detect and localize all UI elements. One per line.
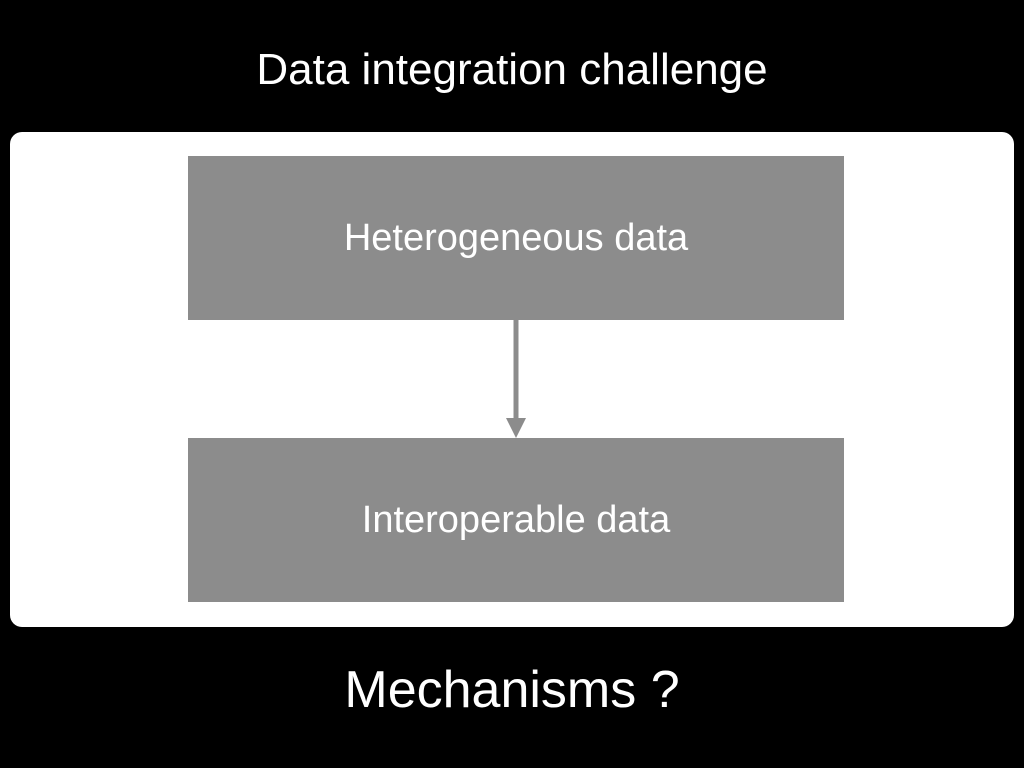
down-arrow-icon — [506, 320, 526, 438]
heterogeneous-data-label: Heterogeneous data — [343, 216, 689, 259]
diagram-panel: Heterogeneous data Interoperable data — [10, 132, 1014, 627]
slide-title: Data integration challenge — [256, 45, 768, 94]
interoperable-data-box: Interoperable data — [188, 438, 844, 602]
heterogeneous-data-box: Heterogeneous data — [188, 156, 844, 320]
interoperable-data-label: Interoperable data — [361, 498, 671, 541]
mechanisms-question: Mechanisms ? — [344, 661, 680, 719]
